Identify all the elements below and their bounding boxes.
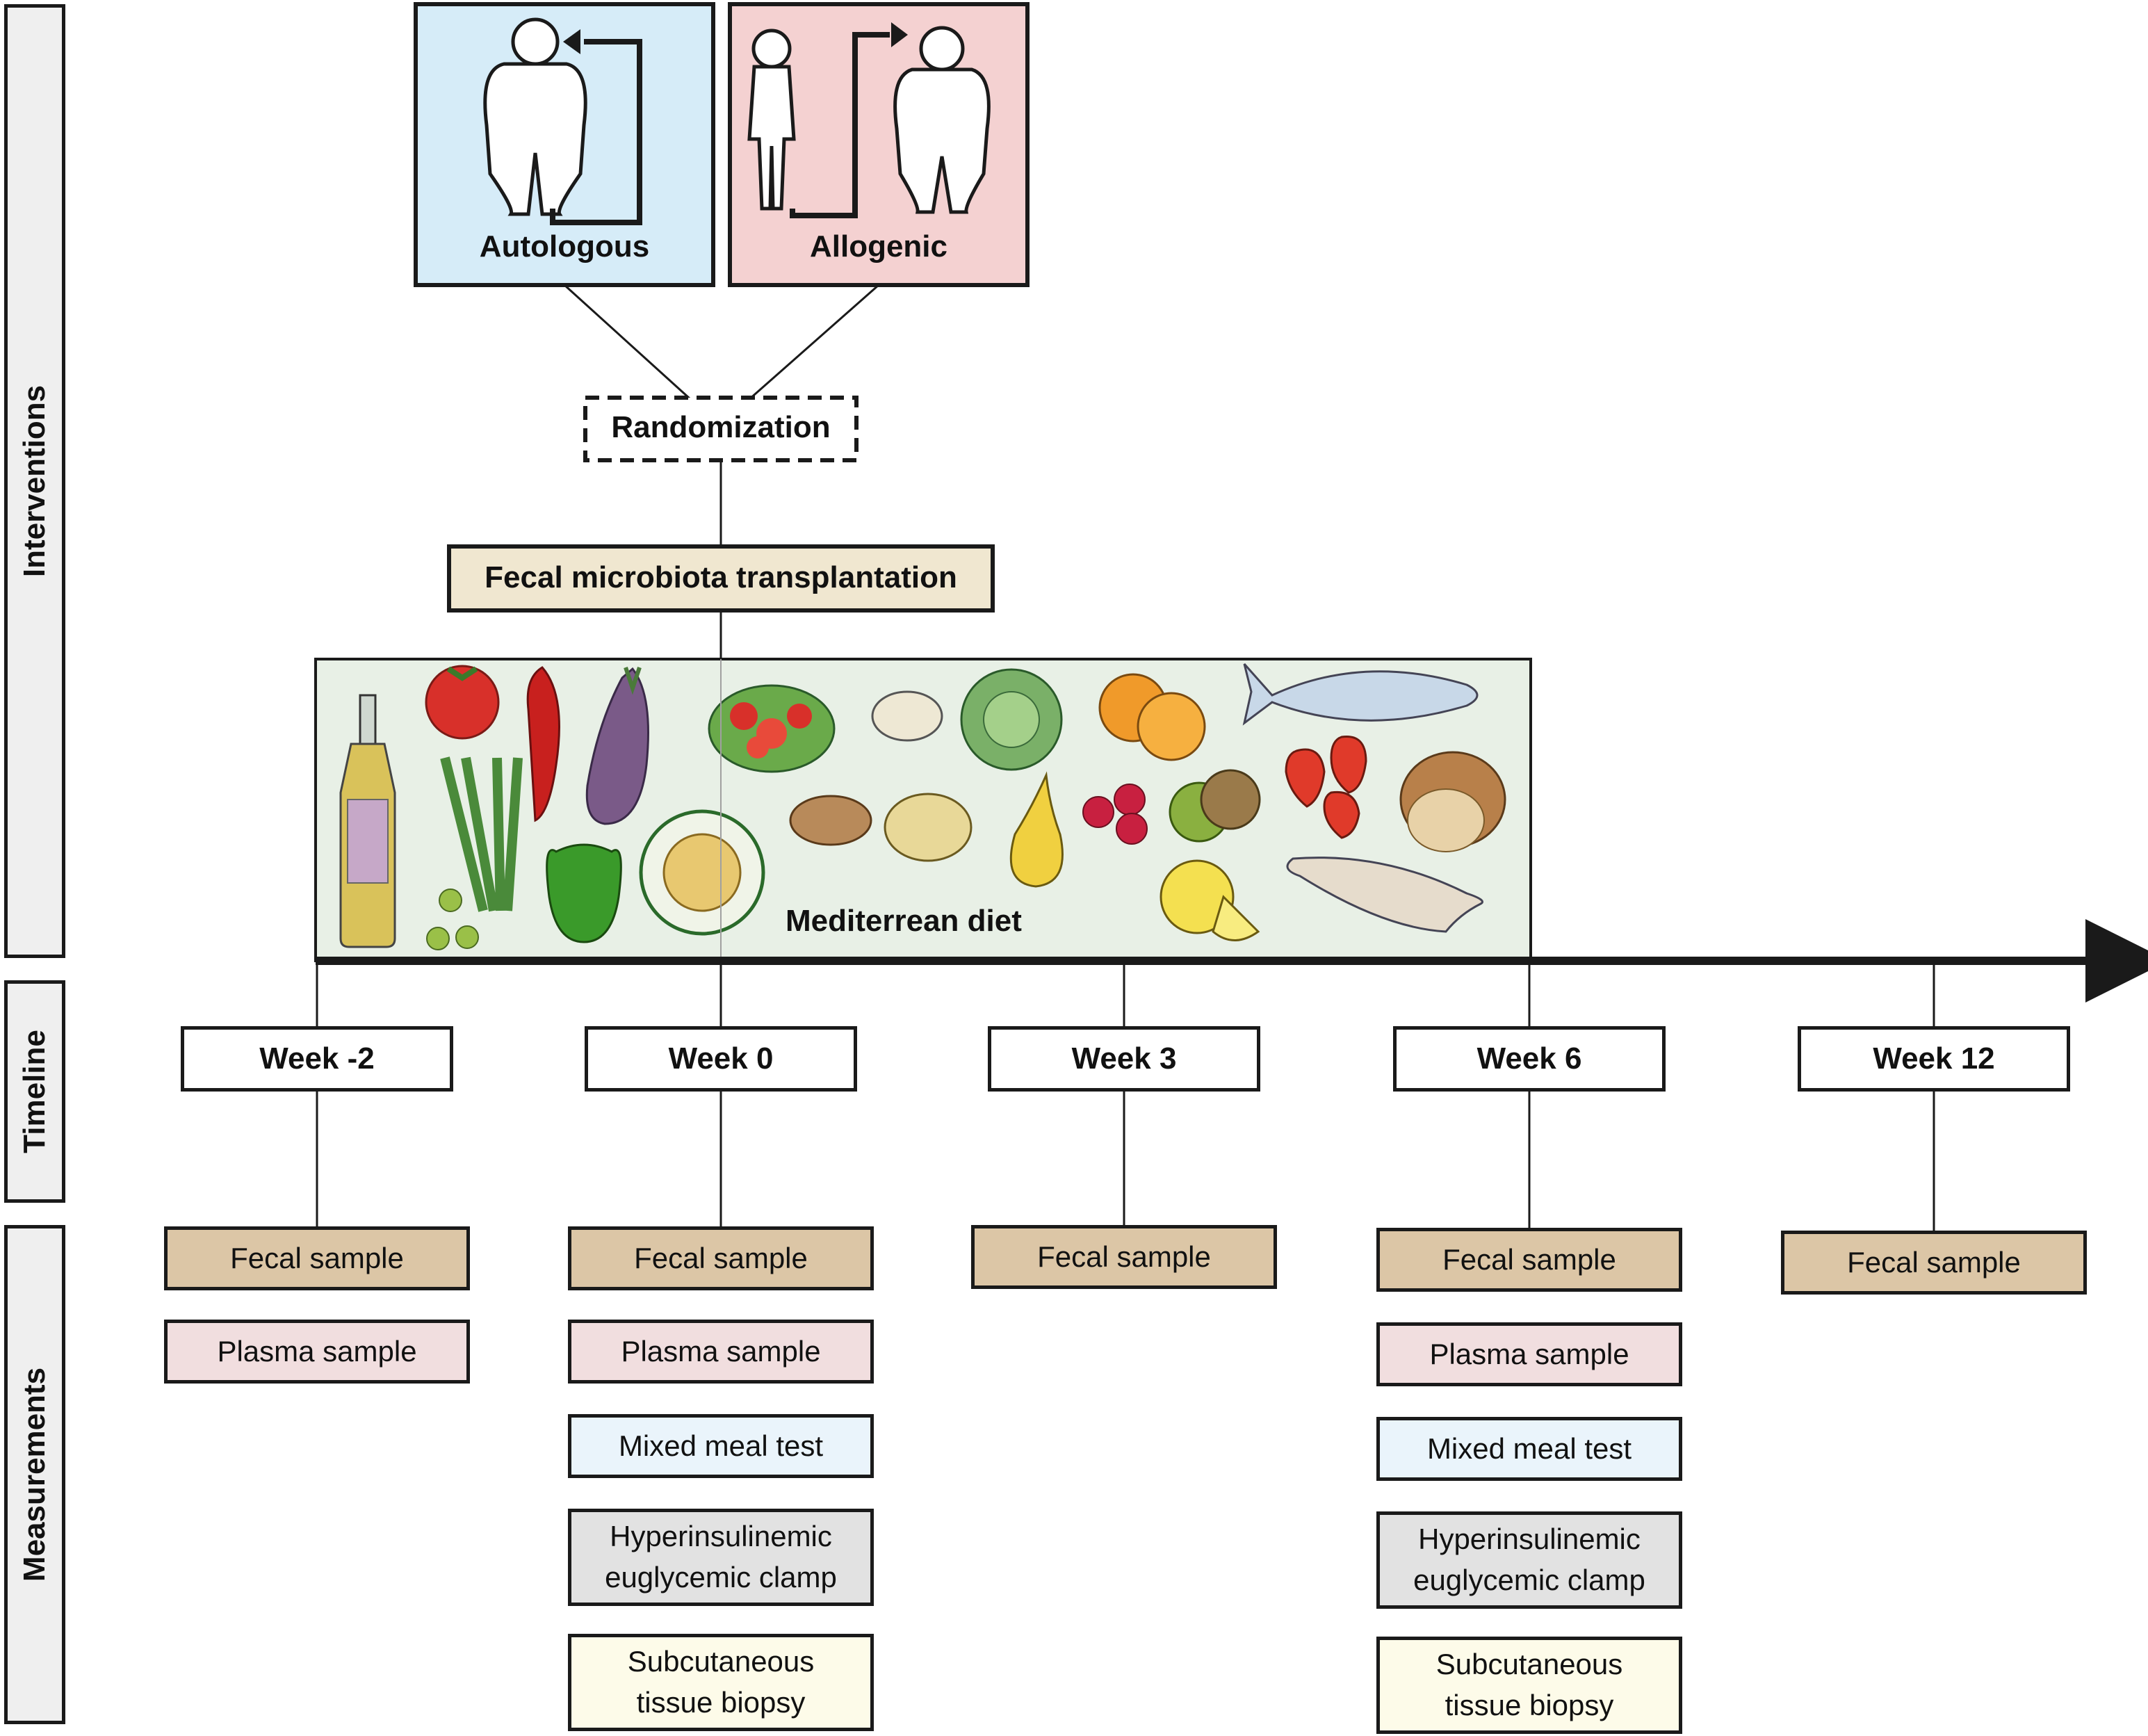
- obese-person-icon: [483, 17, 587, 216]
- eggplant-icon: [585, 667, 649, 825]
- fmt-box: [447, 544, 995, 613]
- cabbage-icon: [960, 668, 1063, 771]
- lemon-icon: [1160, 859, 1260, 941]
- bread-icon: [1399, 751, 1506, 852]
- pear-icon: [1009, 771, 1064, 888]
- leek-icon: [440, 756, 523, 912]
- lentils-icon: [789, 795, 872, 846]
- autologous-label: Autologous: [479, 229, 650, 263]
- week-12-fecal-sample: Fecal sample: [1781, 1231, 2087, 1295]
- randomization-label: Randomization: [611, 410, 831, 444]
- interventions-section-label: Interventions: [4, 4, 65, 958]
- week-minus-2-plasma-sample: Plasma sample: [164, 1320, 470, 1384]
- lean-person-icon: [747, 29, 796, 211]
- diet-label: Mediterrean diet: [786, 904, 1022, 938]
- week-6-biopsy: Subcutaneous tissue biopsy: [1376, 1637, 1682, 1734]
- week-6-fecal-sample: Fecal sample: [1376, 1228, 1682, 1292]
- week-0-mixed-meal-test: Mixed meal test: [568, 1414, 874, 1478]
- measurements-section-label: Measurements: [4, 1225, 65, 1724]
- salad-icon: [708, 684, 836, 773]
- strawberry-icon: [1285, 735, 1367, 839]
- week-minus-2-box: Week -2: [181, 1026, 453, 1092]
- week-6-box: Week 6: [1393, 1026, 1666, 1092]
- timeline-ticks: [316, 961, 1935, 1026]
- measurement-connectors: [316, 1092, 1935, 1231]
- olives-icon: [426, 889, 479, 950]
- obese-person-icon: [893, 26, 991, 214]
- week-minus-2-fecal-sample: Fecal sample: [164, 1226, 470, 1290]
- week-6-plasma-sample: Plasma sample: [1376, 1322, 1682, 1386]
- beans-icon: [871, 690, 943, 742]
- fish-icon: [1286, 857, 1483, 933]
- week-0-fecal-sample: Fecal sample: [568, 1226, 874, 1290]
- pasta-icon: [639, 809, 765, 936]
- arrow-icon: [550, 29, 642, 225]
- timeline-section-label: Timeline: [4, 980, 65, 1203]
- week-0-clamp: Hyperinsulinemic euglycemic clamp: [568, 1509, 874, 1606]
- chili-pepper-icon: [526, 666, 560, 822]
- bell-pepper-icon: [546, 843, 622, 943]
- orange-icon: [1098, 673, 1206, 761]
- week-0-plasma-sample: Plasma sample: [568, 1320, 874, 1384]
- fmt-label: Fecal microbiota transplantation: [485, 560, 957, 594]
- week-6-mixed-meal-test: Mixed meal test: [1376, 1417, 1682, 1481]
- allogenic-label: Allogenic: [809, 229, 948, 263]
- randomization-box: [583, 396, 859, 462]
- week-3-box: Week 3: [988, 1026, 1260, 1092]
- kiwi-icon: [1169, 769, 1261, 843]
- week-0-box: Week 0: [585, 1026, 857, 1092]
- week-12-box: Week 12: [1798, 1026, 2070, 1092]
- week-3-fecal-sample: Fecal sample: [971, 1225, 1277, 1289]
- raspberry-icon: [1082, 784, 1148, 845]
- olive-oil-icon: [339, 694, 396, 948]
- week-6-clamp: Hyperinsulinemic euglycemic clamp: [1376, 1511, 1682, 1609]
- chickpeas-icon: [884, 793, 973, 862]
- tomato-icon: [425, 665, 500, 740]
- fish-icon: [1242, 663, 1479, 726]
- arrow-icon: [790, 22, 908, 218]
- week-0-biopsy: Subcutaneous tissue biopsy: [568, 1634, 874, 1731]
